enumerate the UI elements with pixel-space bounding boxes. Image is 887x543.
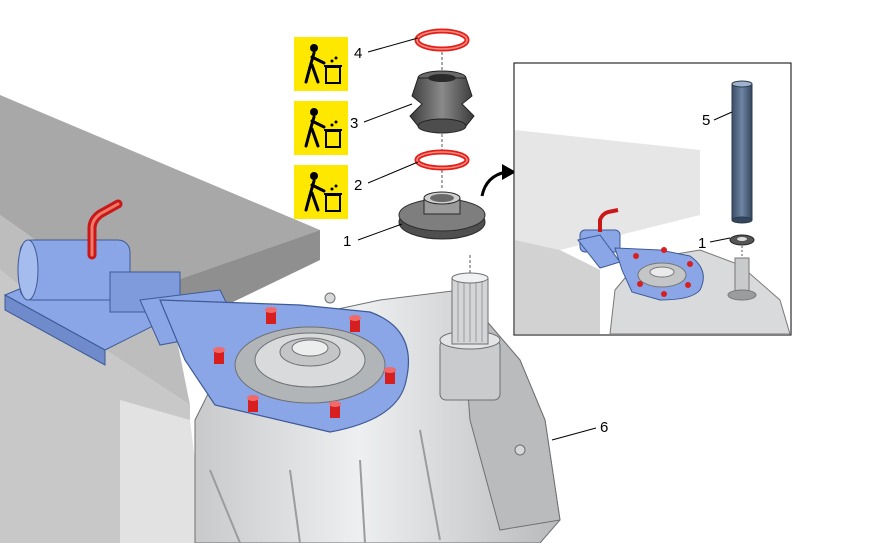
inset-callout-1: 1	[698, 235, 706, 252]
bolt	[247, 395, 259, 412]
leader-lines	[357, 37, 597, 441]
trash-bin-icon	[294, 165, 348, 219]
arrow-to-inset-icon	[480, 164, 516, 197]
part-2-clamp-ring	[414, 149, 470, 190]
callout-3: 3	[350, 115, 358, 132]
bolt	[265, 307, 277, 324]
part-1-seal-seat	[398, 191, 486, 240]
callout-6: 6	[600, 419, 608, 436]
inset-callout-5: 5	[702, 112, 710, 129]
bolt	[329, 401, 341, 418]
bolt	[384, 367, 396, 384]
output-shaft-splines	[439, 255, 501, 401]
holding-fixture	[3, 239, 409, 433]
callout-4: 4	[354, 45, 362, 62]
part-3-rubber-boot	[409, 52, 475, 150]
bolt	[349, 315, 361, 332]
part-4-clamp-ring	[414, 28, 470, 52]
fixture-t-handle	[87, 199, 123, 260]
trash-bin-icon	[294, 101, 348, 155]
fixture-bolts	[213, 307, 396, 418]
inset-detail-view	[513, 62, 792, 336]
callout-1: 1	[343, 233, 351, 250]
trash-bin-icon	[294, 37, 348, 91]
callout-2: 2	[354, 177, 362, 194]
bolt	[213, 347, 225, 364]
